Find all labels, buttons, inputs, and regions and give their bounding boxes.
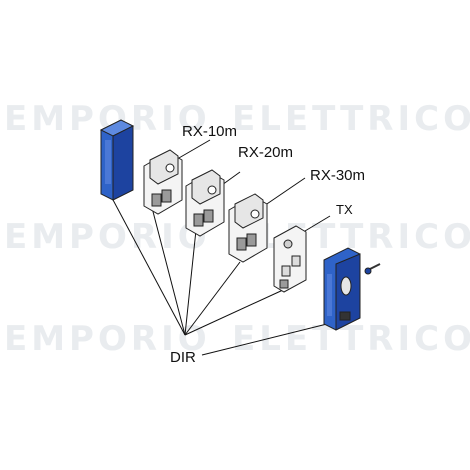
label-rx-10m: RX-10m	[182, 123, 237, 140]
transmitter-housing	[323, 247, 361, 331]
board-rx-10m	[143, 149, 183, 215]
label-rx-20m: RX-20m	[238, 144, 293, 161]
board-tx	[273, 225, 307, 293]
watermark-left-3: EMPORIO	[4, 319, 211, 359]
label-tx: TX	[336, 202, 353, 217]
receiver-housing	[99, 119, 135, 201]
watermark-left-2: EMPORIO	[4, 217, 211, 257]
screw	[364, 263, 381, 275]
label-rx-30m: RX-30m	[310, 167, 365, 184]
watermark-right-1: ELETTRICO	[232, 99, 470, 139]
label-dir: DIR	[170, 349, 196, 366]
watermark-right-3: ELETTRICO	[232, 319, 470, 359]
watermark: EMPORIO ELETTRICO EMPORIO ELETTRICO EMPO…	[4, 99, 470, 359]
board-rx-20m	[185, 169, 225, 237]
board-rx-30m	[228, 193, 268, 263]
